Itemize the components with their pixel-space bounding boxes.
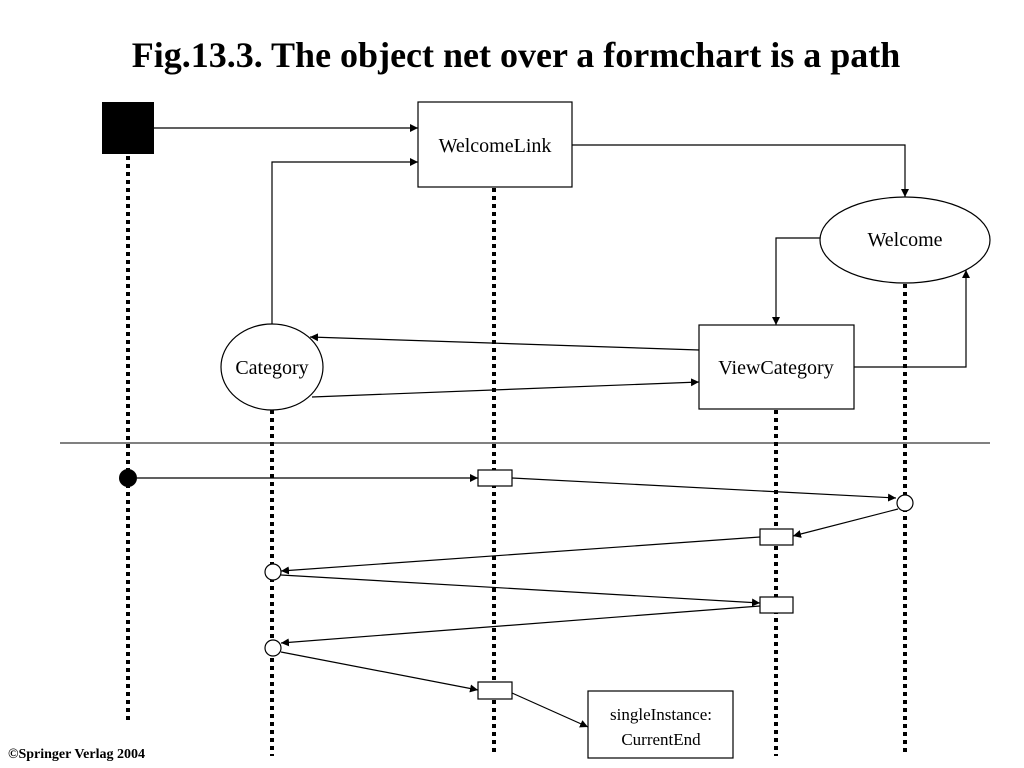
edge-category-to-welcomelink <box>271 158 418 324</box>
path-edge-6 <box>280 605 761 647</box>
edge-viewcategory-to-welcome <box>854 270 970 368</box>
welcomelink-label: WelcomeLink <box>439 135 552 157</box>
viewcategory-node <box>698 324 855 410</box>
path-edge-7 <box>280 651 479 693</box>
path-start-node <box>119 469 137 487</box>
edge-category-to-viewcategory <box>311 378 700 398</box>
welcomelink-node <box>417 101 573 188</box>
path-welcomelink-instance-2 <box>477 681 513 700</box>
start-node <box>102 102 154 154</box>
single-instance-label-line1: singleInstance: <box>610 705 712 724</box>
path-welcome-instance <box>896 494 914 512</box>
path-category-instance-2 <box>264 639 282 657</box>
path-category-instance-1 <box>264 563 282 581</box>
path-viewcategory-instance-1 <box>759 528 794 546</box>
path-viewcategory-instance-2 <box>759 596 794 614</box>
welcome-label: Welcome <box>867 229 942 251</box>
copyright-notice: ©Springer Verlag 2004 <box>8 747 145 762</box>
edge-viewcategory-to-category <box>309 333 700 351</box>
path-edge-3 <box>792 508 899 538</box>
single-instance-label-line2: CurrentEnd <box>621 730 701 749</box>
path-edge-5 <box>280 574 761 607</box>
path-welcomelink-instance-1 <box>477 469 513 487</box>
viewcategory-label: ViewCategory <box>718 357 833 379</box>
path-edge-8 <box>511 692 589 728</box>
edge-welcome-to-viewcategory <box>772 237 820 325</box>
figure-title: Fig.13.3. The object net over a formchar… <box>132 35 901 75</box>
category-label: Category <box>235 357 308 379</box>
single-instance-node <box>587 690 734 759</box>
path-edge-4 <box>280 536 761 575</box>
path-edge-2 <box>511 477 897 502</box>
edge-welcomelink-to-welcome <box>572 144 909 197</box>
